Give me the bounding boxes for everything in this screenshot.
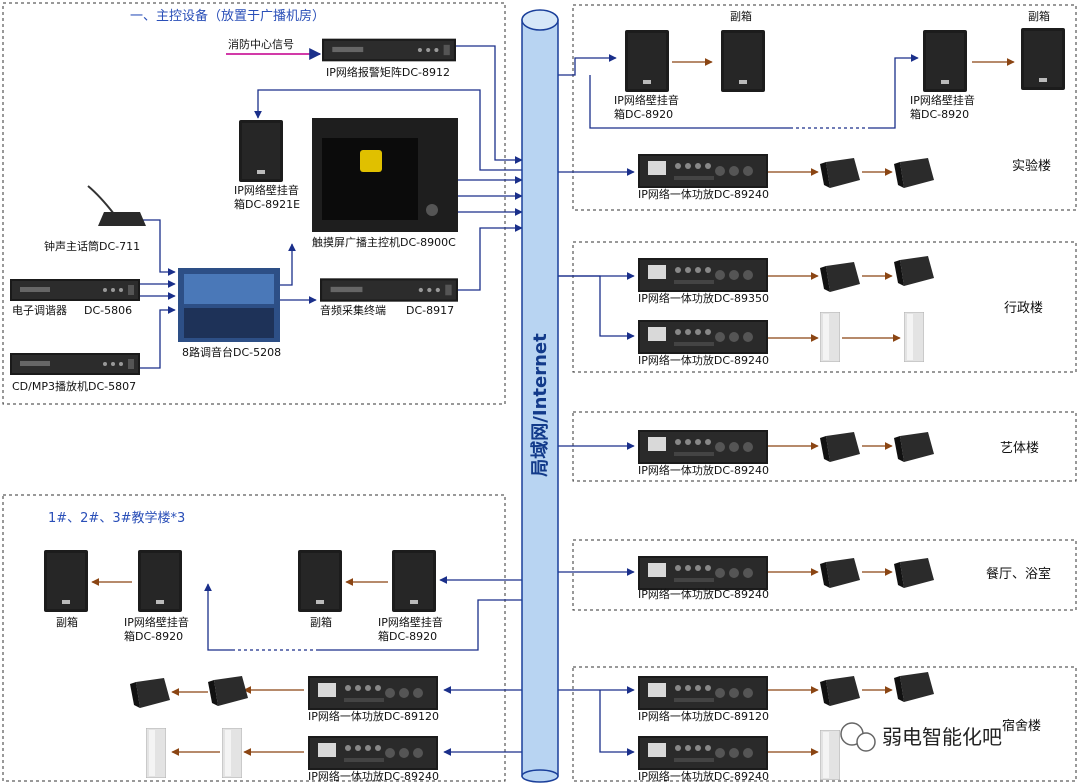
lab-wall-label-a1: IP网络壁挂音 [614, 93, 679, 107]
watermark-text: 弱电智能化吧 [882, 725, 1002, 749]
cd-player-label: CD/MP3播放机DC-5807 [12, 379, 136, 393]
tuner-label: 电子调谐器 [12, 303, 67, 317]
teaching-aux-label-a: 副箱 [56, 615, 78, 629]
canteen-box-speaker-1 [820, 558, 860, 588]
teaching-amp-b-label: IP网络一体功放DC-89240 [308, 769, 439, 783]
lab-aux-speaker-a [721, 30, 765, 92]
art-box-speaker-1 [820, 432, 860, 462]
teaching-amp-b [308, 736, 438, 770]
dorm-column-speaker-1 [820, 730, 840, 780]
art-amp [638, 430, 768, 464]
alarm-matrix-device [322, 38, 456, 62]
lab-box-speaker-1 [820, 158, 860, 188]
teaching-aux-label-b: 副箱 [310, 615, 332, 629]
teaching-wall-label-b2: 箱DC-8920 [378, 629, 437, 643]
chime-mic-label: 钟声主话筒DC-711 [44, 239, 140, 253]
canteen-building-name: 餐厅、浴室 [986, 566, 1051, 582]
teaching-wall-speaker-b [392, 550, 436, 612]
dorm-amp-a-label: IP网络一体功放DC-89120 [638, 709, 769, 723]
audio-collector-device [320, 278, 458, 302]
lab-wall-label-b2: 箱DC-8920 [910, 107, 969, 121]
lab-aux-label-a: 副箱 [730, 9, 752, 23]
mixer-label: 8路调音台DC-5208 [182, 345, 281, 359]
teaching-section-title: 1#、2#、3#教学楼*3 [48, 510, 185, 526]
admin-column-speaker-1 [820, 312, 840, 362]
dorm-amp-b-label: IP网络一体功放DC-89240 [638, 769, 769, 783]
admin-box-speaker-1 [820, 262, 860, 292]
teaching-wall-label-b1: IP网络壁挂音 [378, 615, 443, 629]
wechat-icon [840, 722, 876, 752]
art-building-box [572, 411, 1077, 482]
lab-wall-label-a2: 箱DC-8920 [614, 107, 673, 121]
touch-host-label: 触摸屏广播主控机DC-8900C [312, 235, 456, 249]
lab-aux-label-b: 副箱 [1028, 9, 1050, 23]
admin-amp-a [638, 258, 768, 292]
art-box-speaker-2 [894, 432, 934, 462]
lab-amp-label: IP网络一体功放DC-89240 [638, 187, 769, 201]
main-section-title: 一、主控设备（放置于广播机房） [130, 8, 325, 24]
admin-amp-b-label: IP网络一体功放DC-89240 [638, 353, 769, 367]
admin-box-speaker-2 [894, 256, 934, 286]
tuner-model-label: DC-5806 [84, 304, 132, 317]
teaching-amp-a [308, 676, 438, 710]
dorm-amp-a [638, 676, 768, 710]
admin-amp-a-label: IP网络一体功放DC-89350 [638, 291, 769, 305]
wall-speaker-8921e-label-2: 箱DC-8921E [234, 197, 300, 211]
teaching-box-speaker-2 [208, 676, 248, 706]
fire-signal-label: 消防中心信号 [228, 37, 294, 51]
teaching-column-speaker-2 [222, 728, 242, 778]
admin-amp-b [638, 320, 768, 354]
main-equipment-box [2, 2, 506, 405]
art-building-name: 艺体楼 [1000, 441, 1039, 456]
mixer-device [178, 268, 280, 342]
lan-backbone [521, 9, 559, 783]
lab-building-name: 实验楼 [1012, 158, 1051, 174]
admin-column-speaker-2 [904, 312, 924, 362]
alarm-matrix-label: IP网络报警矩阵DC-8912 [326, 65, 450, 79]
dorm-building-box [572, 666, 1077, 782]
lab-wall-label-b1: IP网络壁挂音 [910, 93, 975, 107]
canteen-amp [638, 556, 768, 590]
network-links [118, 45, 919, 756]
teaching-box-speaker-1 [130, 678, 170, 708]
dorm-building-name: 宿舍楼 [1002, 718, 1041, 734]
lab-amp [638, 154, 768, 188]
dorm-box-speaker-2 [894, 672, 934, 702]
admin-building-box [572, 241, 1077, 373]
audio-collector-model-label: DC-8917 [406, 304, 454, 317]
backbone-label: 局域网/Internet [529, 333, 551, 477]
teaching-building-box [2, 494, 506, 782]
audio-collector-label: 音频采集终端 [320, 303, 386, 317]
canteen-building-box [572, 539, 1077, 611]
admin-building-name: 行政楼 [1004, 301, 1043, 316]
teaching-column-speaker-1 [146, 728, 166, 778]
lab-box-speaker-2 [894, 158, 934, 188]
teaching-aux-speaker-b [298, 550, 342, 612]
teaching-amp-a-label: IP网络一体功放DC-89120 [308, 709, 439, 723]
cd-player-device [10, 353, 140, 375]
chime-mic-device [87, 185, 146, 226]
canteen-box-speaker-2 [894, 558, 934, 588]
touch-host-device [312, 118, 458, 232]
lab-aux-speaker-b [1021, 28, 1065, 90]
art-amp-label: IP网络一体功放DC-89240 [638, 463, 769, 477]
teaching-wall-speaker-a [138, 550, 182, 612]
dorm-box-speaker-1 [820, 676, 860, 706]
tuner-device [10, 279, 140, 301]
wall-speaker-8921e-label-1: IP网络壁挂音 [234, 183, 299, 197]
teaching-wall-label-a1: IP网络壁挂音 [124, 615, 189, 629]
lab-wall-speaker-b [923, 30, 967, 92]
dorm-amp-b [638, 736, 768, 770]
teaching-aux-speaker-a [44, 550, 88, 612]
speaker-links [91, 58, 1015, 756]
lab-wall-speaker-a [625, 30, 669, 92]
wall-speaker-8921e [239, 120, 283, 182]
teaching-wall-label-a2: 箱DC-8920 [124, 629, 183, 643]
canteen-amp-label: IP网络一体功放DC-89240 [638, 587, 769, 601]
